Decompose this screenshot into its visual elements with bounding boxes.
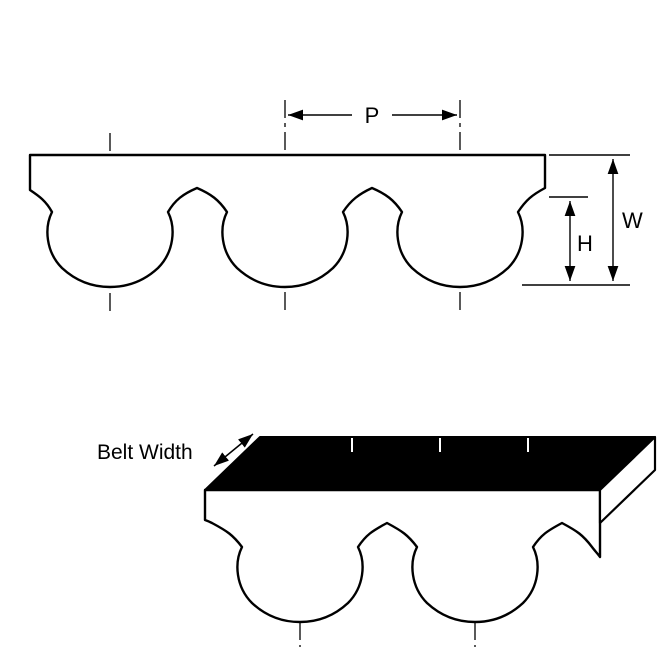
w-label: W — [622, 208, 643, 233]
belt-width-arrow — [213, 433, 254, 467]
h-label: H — [577, 231, 593, 256]
pitch-label: P — [365, 103, 380, 128]
belt-cross-section-profile — [28, 153, 547, 289]
belt-3d-front-face — [203, 488, 602, 624]
belt-3d-top-face — [204, 436, 656, 491]
belt-width-label: Belt Width — [97, 441, 193, 464]
belt-3d-end-face — [598, 435, 657, 525]
